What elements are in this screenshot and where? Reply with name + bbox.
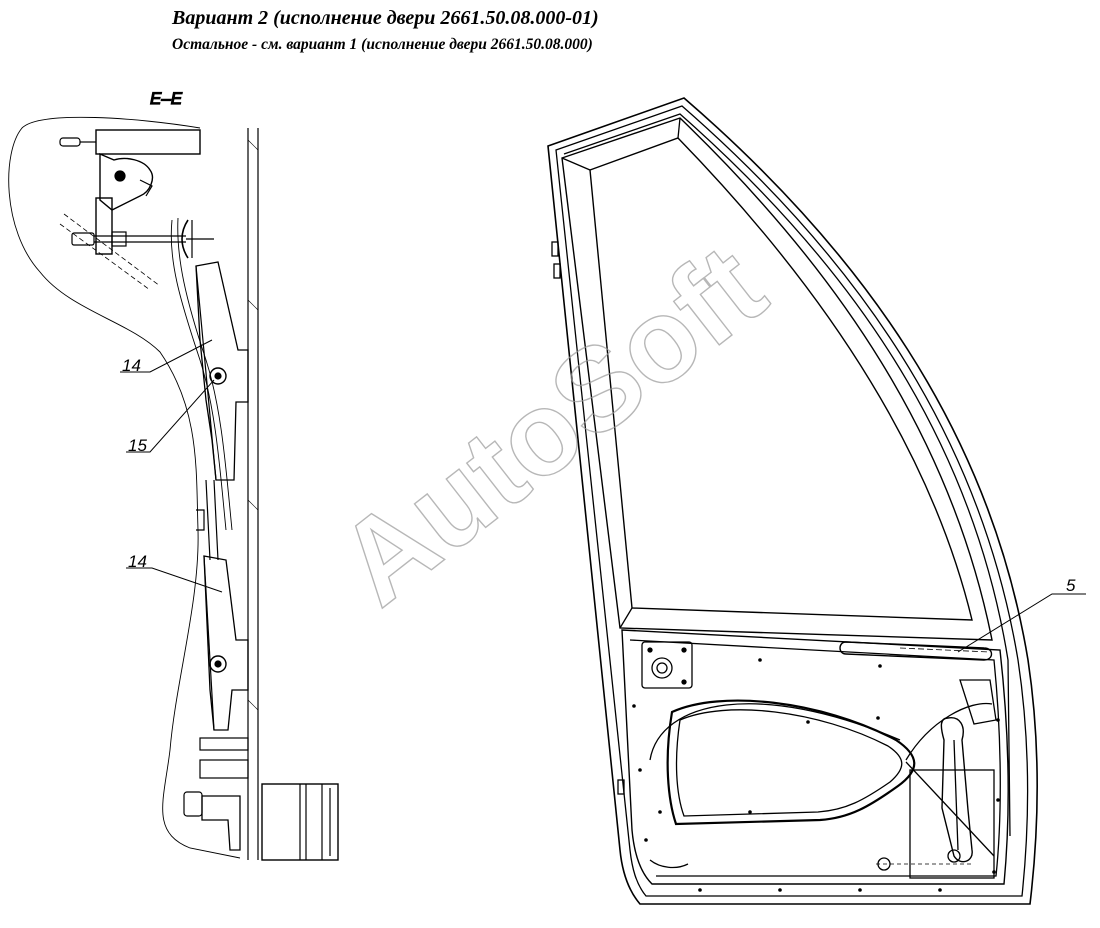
- section-view-e-e: E–E: [8, 88, 339, 861]
- callout-5: 5: [1066, 576, 1076, 595]
- hidden-line-1: [63, 213, 161, 287]
- drawing-header: Вариант 2 (исполнение двери 2661.50.08.0…: [0, 0, 1100, 60]
- leader-15: [126, 379, 215, 453]
- window-corner-1: [561, 157, 591, 171]
- hinge-arm: [201, 795, 241, 851]
- callout-14-lower: 14: [128, 552, 147, 571]
- regulator-housing: [909, 769, 995, 879]
- wall-hatch-3: [247, 499, 259, 511]
- drawing-title: Вариант 2 (исполнение двери 2661.50.08.0…: [172, 7, 599, 29]
- door-frame-line-3: [563, 113, 1011, 837]
- lock-cylinder-inner: [656, 662, 668, 674]
- window-frame-inner: [589, 137, 973, 621]
- callout-14-upper: 14: [122, 356, 141, 375]
- break-outline: [8, 116, 241, 859]
- lower-bracket: [203, 555, 249, 731]
- interior-opening-inner: [675, 709, 903, 817]
- seal-strip: [170, 219, 227, 531]
- lower-bracket-bolt-center: [214, 660, 222, 668]
- lock-screw-1: [647, 647, 653, 653]
- window-corner-2: [677, 117, 681, 139]
- regulator-rod: [953, 739, 959, 851]
- hidden-line-2: [59, 223, 151, 291]
- lower-panel-inner: [629, 639, 1001, 877]
- bolt-head: [71, 232, 95, 246]
- leader-5: [957, 593, 1086, 653]
- door-outer-frame: [547, 97, 1039, 905]
- watermark: AutoSoft: [315, 220, 789, 631]
- bolt-nut: [111, 231, 127, 247]
- lower-panel: [621, 629, 1009, 885]
- wall-hatch-1: [247, 139, 259, 151]
- drawing-subtitle: Остальное - см. вариант 1 (исполнение дв…: [172, 36, 593, 53]
- cam-notch: [139, 179, 153, 197]
- lock-plate: [641, 641, 693, 689]
- window-corner-3: [619, 607, 633, 629]
- lock-screw-2: [681, 647, 687, 653]
- regulator-arm: [940, 717, 973, 863]
- upper-bracket: [195, 261, 249, 481]
- top-block: [95, 129, 201, 155]
- gas-strut-rod: [899, 647, 991, 653]
- lower-bracket-edge: [203, 555, 215, 731]
- side-tab-2: [553, 263, 561, 279]
- panel-rivets: [632, 658, 1000, 892]
- gas-strut: [839, 641, 993, 661]
- latch-block: [95, 197, 113, 255]
- regulator-bracket: [959, 679, 997, 725]
- lock-cam: [99, 152, 154, 211]
- door-view: [547, 97, 1086, 905]
- washer-curve: [181, 219, 189, 259]
- wall-hatch-4: [247, 699, 259, 711]
- upper-bracket-bolt: [209, 367, 227, 385]
- section-label: E–E: [150, 89, 183, 108]
- regulator-arc: [905, 702, 993, 761]
- top-pin: [59, 137, 81, 147]
- side-tab-1: [551, 241, 559, 257]
- bottom-rail: [199, 737, 249, 751]
- lock-cylinder: [651, 657, 673, 679]
- window-frame-outer: [561, 117, 993, 641]
- leader-14-upper: [120, 339, 213, 373]
- wall-hatch-2: [247, 299, 259, 311]
- upper-bracket-bolt-center: [214, 372, 222, 380]
- bottom-block: [199, 759, 249, 779]
- regulator-diagonal: [905, 761, 995, 857]
- cam-pivot: [114, 170, 126, 182]
- door-frame-line-2: [555, 105, 1029, 897]
- lock-screw-3: [681, 679, 687, 685]
- bottom-handle: [649, 859, 689, 869]
- side-tab-3: [617, 779, 625, 795]
- interior-trim-arc: [649, 703, 901, 761]
- upper-bracket-edge: [195, 265, 217, 481]
- interior-opening: [666, 699, 916, 826]
- leader-14-lower: [126, 567, 223, 593]
- callout-15: 15: [128, 436, 147, 455]
- seal-strip-2: [177, 217, 233, 531]
- mid-connector: [196, 479, 219, 561]
- hinge-pin: [183, 791, 203, 817]
- fastener-2: [947, 849, 961, 863]
